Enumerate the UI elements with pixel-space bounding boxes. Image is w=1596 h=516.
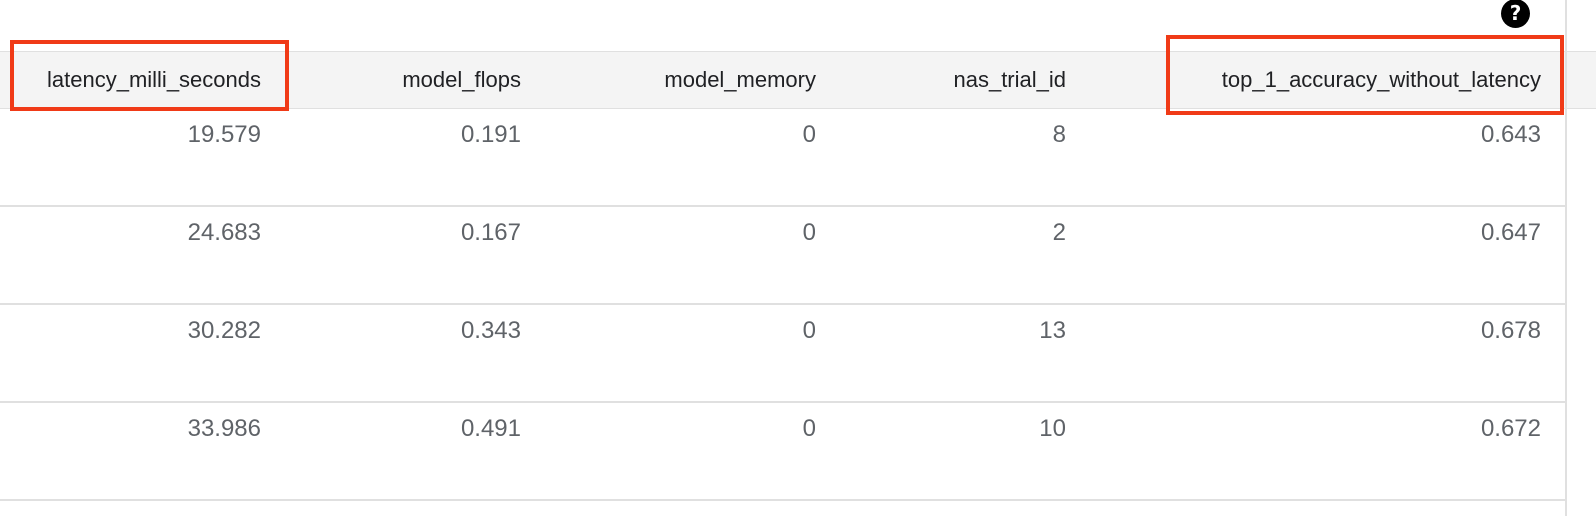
- cell-model-flops: 0.343: [460, 317, 521, 344]
- cell-top-1-accuracy-without-latency: 0.643: [1480, 121, 1541, 148]
- table-right-border: [1565, 0, 1567, 516]
- table-header-row: latency_milli_seconds model_flops model_…: [0, 51, 1565, 109]
- column-header-top-1-accuracy-without-latency[interactable]: top_1_accuracy_without_latency: [1221, 67, 1541, 92]
- cell-latency-milli-seconds: 30.282: [187, 317, 261, 344]
- cell-model-memory: 0: [802, 219, 816, 246]
- cell-model-flops: 0.191: [460, 121, 521, 148]
- cell-top-1-accuracy-without-latency: 0.678: [1480, 317, 1541, 344]
- column-header-nas-trial-id[interactable]: nas_trial_id: [953, 67, 1066, 92]
- cell-top-1-accuracy-without-latency: 0.647: [1480, 219, 1541, 246]
- cell-nas-trial-id: 8: [1052, 121, 1066, 148]
- column-header-latency-milli-seconds[interactable]: latency_milli_seconds: [47, 67, 261, 92]
- cell-latency-milli-seconds: 19.579: [187, 121, 261, 148]
- cell-model-flops: 0.167: [460, 219, 521, 246]
- column-header-model-flops[interactable]: model_flops: [402, 67, 521, 92]
- cell-nas-trial-id: 10: [1039, 415, 1066, 442]
- column-header-model-memory[interactable]: model_memory: [664, 67, 816, 92]
- table-row: 19.579 0.191 0 8 0.643: [0, 109, 1565, 207]
- table-row: 33.986 0.491 0 10 0.672: [0, 403, 1565, 501]
- cell-model-memory: 0: [802, 415, 816, 442]
- cell-latency-milli-seconds: 24.683: [187, 219, 261, 246]
- cell-model-flops: 0.491: [460, 415, 521, 442]
- cell-model-memory: 0: [802, 121, 816, 148]
- help-circle-icon[interactable]: ?: [1501, 0, 1530, 28]
- table-header-extension: [1567, 51, 1596, 109]
- cell-latency-milli-seconds: 33.986: [187, 415, 261, 442]
- cell-top-1-accuracy-without-latency: 0.672: [1480, 415, 1541, 442]
- cell-nas-trial-id: 13: [1039, 317, 1066, 344]
- table-row: 24.683 0.167 0 2 0.647: [0, 207, 1565, 305]
- table-row: 30.282 0.343 0 13 0.678: [0, 305, 1565, 403]
- cell-nas-trial-id: 2: [1052, 219, 1066, 246]
- cell-model-memory: 0: [802, 317, 816, 344]
